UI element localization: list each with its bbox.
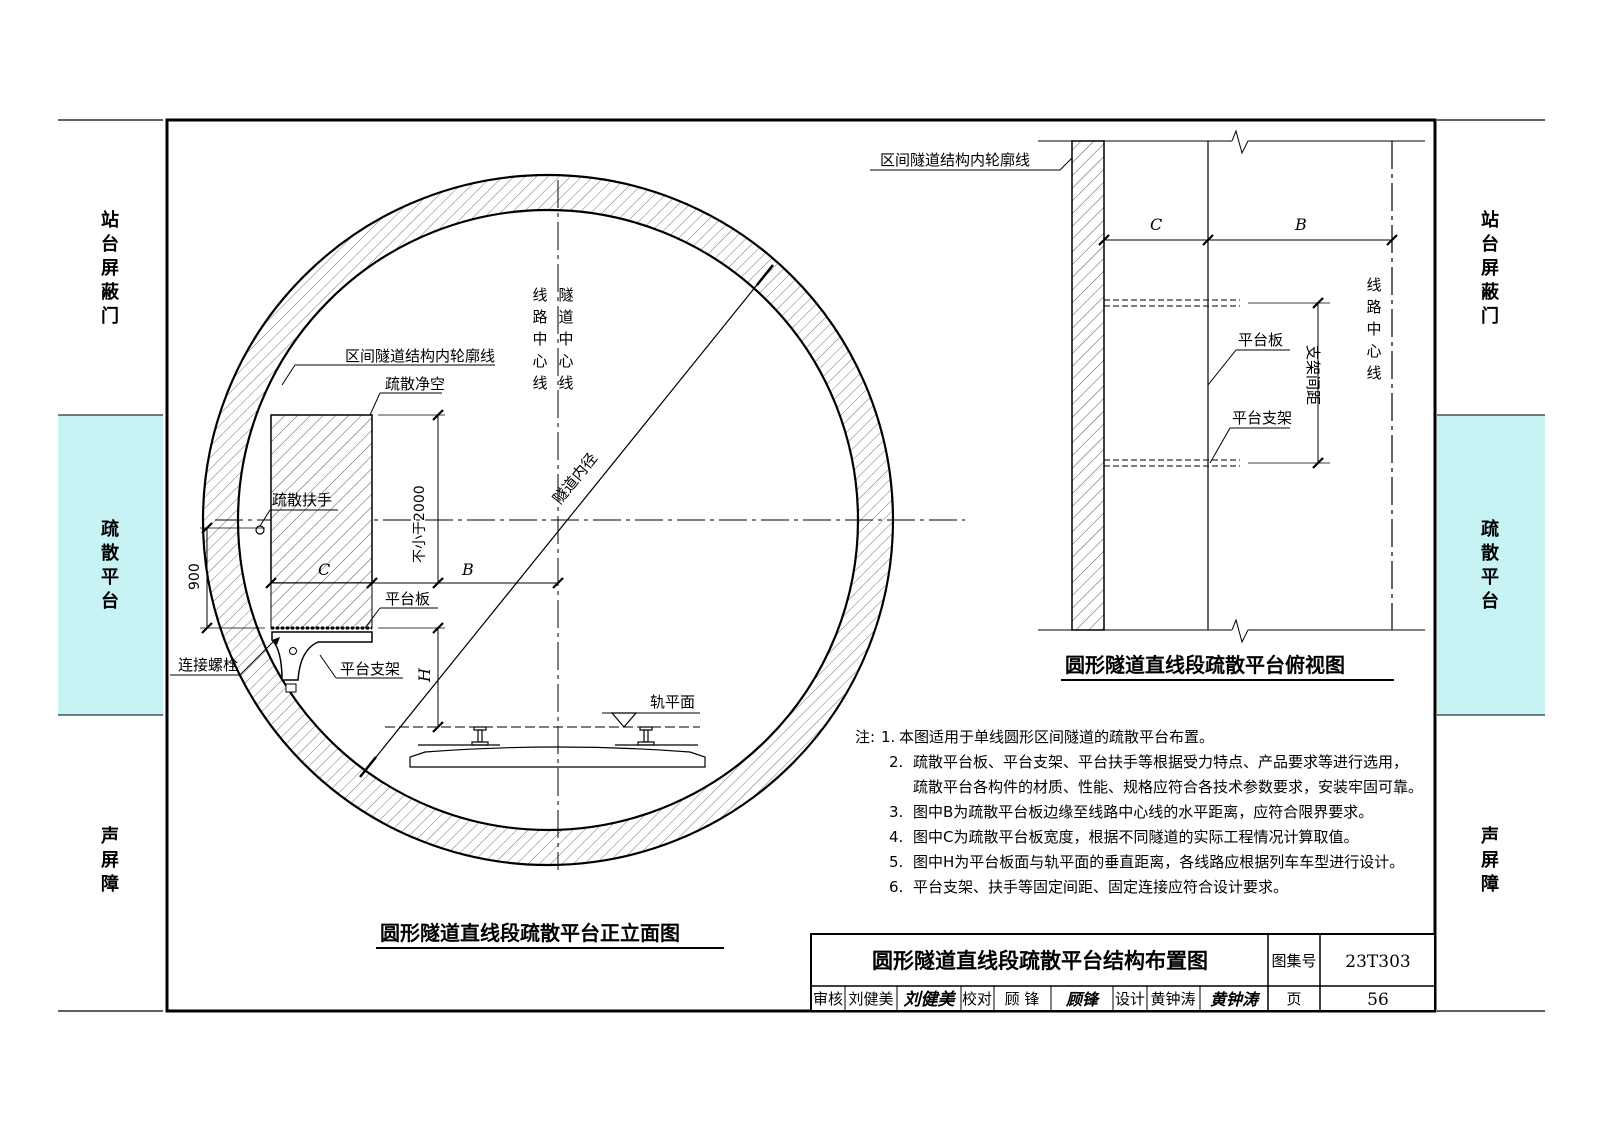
- plan-platform-support-label: 平台支架: [1232, 409, 1292, 427]
- rail-right: [637, 726, 655, 746]
- platform-support-label: 平台支架: [340, 660, 400, 678]
- page-label: 页: [1286, 990, 1301, 1008]
- checker-name: 顾 锋: [1005, 990, 1040, 1008]
- page-number: 56: [1367, 990, 1389, 1010]
- inner-contour-label: 区间隧道结构内轮廓线: [345, 347, 495, 365]
- plan-tunnel-wall: [1071, 140, 1105, 631]
- clearance-label: 疏散净空: [385, 375, 445, 393]
- note-text: 图中H为平台板面与轨平面的垂直距离，各线路应根据列车车型进行设计。: [913, 853, 1404, 871]
- plan-view: 区间隧道结构内轮廓线 C B 支架间距 线路中心线 平台板 平台支架 圆形隧道直…: [870, 129, 1425, 681]
- diameter-line: [367, 274, 766, 768]
- note-text: 疏散平台板、平台支架、平台扶手等根据受力特点、产品要求等进行选用，: [913, 753, 1408, 771]
- drawing-title: 圆形隧道直线段疏散平台结构布置图: [872, 949, 1208, 973]
- note-number: 1.: [881, 728, 895, 746]
- dim-h-label: H: [415, 667, 434, 683]
- atlas-number-label: 图集号: [1271, 952, 1316, 970]
- note-number: 6.: [889, 878, 903, 896]
- tunnel-center-line-label: 隧道中心线: [558, 286, 573, 392]
- plan-dim-c-label: C: [1150, 215, 1162, 234]
- track-bed: [409, 746, 706, 768]
- plan-title: 圆形隧道直线段疏散平台俯视图: [1065, 653, 1345, 677]
- dim-900-label: 900: [187, 563, 203, 590]
- note-number: 4.: [889, 828, 903, 846]
- min-2000-label: 不小于2000: [412, 485, 428, 563]
- check-label: 校对: [962, 990, 992, 1008]
- note-number: 3.: [889, 803, 903, 821]
- dim-c-label: C: [318, 560, 330, 579]
- reviewer-signature: 刘健美: [904, 990, 957, 1010]
- designer-signature: 黄钟涛: [1210, 990, 1261, 1009]
- handrail-symbol: [255, 525, 265, 535]
- reviewer-name: 刘健美: [848, 990, 893, 1008]
- atlas-number: 23T303: [1345, 952, 1410, 972]
- notes-prefix: 注:: [855, 728, 875, 746]
- platform-support-bracket: [271, 631, 373, 681]
- notes: 注: 1.本图适用于单线圆形区间隧道的疏散平台布置。 2. 疏散平台板、平台支架、平…: [855, 728, 1423, 896]
- support-spacing-label: 支架间距: [1304, 345, 1322, 405]
- note-text: 平台支架、扶手等固定间距、固定连接应符合设计要求。: [913, 878, 1288, 896]
- title-block: 圆形隧道直线段疏散平台结构布置图 图集号 23T303 审核 刘健美 刘健美 校…: [810, 933, 1436, 1012]
- design-label: 设计: [1115, 990, 1145, 1008]
- elevation-title: 圆形隧道直线段疏散平台正立面图: [380, 921, 680, 945]
- plan-line-center-label: 线路中心线: [1366, 276, 1381, 382]
- note-number: 2.: [889, 753, 903, 771]
- note-number: 5.: [889, 853, 903, 871]
- note-text: 图中C为疏散平台板宽度，根据不同隧道的实际工程情况计算取值。: [913, 828, 1358, 846]
- evacuation-clearance-zone: [270, 414, 373, 584]
- designer-name: 黄钟涛: [1150, 990, 1195, 1008]
- plan-inner-contour-label: 区间隧道结构内轮廓线: [880, 151, 1030, 169]
- plan-platform-board-label: 平台板: [1238, 331, 1283, 349]
- rail-level-label: 轨平面: [650, 693, 695, 711]
- note-text: 本图适用于单线圆形区间隧道的疏散平台布置。: [899, 728, 1214, 746]
- note-text: 疏散平台各构件的材质、性能、规格应符合各技术参数要求，安装牢固可靠。: [913, 778, 1423, 796]
- review-label: 审核: [813, 990, 843, 1008]
- connection-bolt-label: 连接螺栓: [178, 656, 238, 674]
- note-text: 图中B为疏散平台板边缘至线路中心线的水平距离，应符合限界要求。: [913, 803, 1373, 821]
- plan-dim-b-label: B: [1294, 215, 1307, 234]
- platform-board-label: 平台板: [385, 590, 430, 608]
- handrail-label: 疏散扶手: [272, 491, 332, 509]
- checker-signature: 顾锋: [1065, 990, 1101, 1009]
- dim-b-label: B: [461, 560, 474, 579]
- line-center-line-label: 线路中心线: [532, 286, 547, 392]
- platform-board-zone: [270, 582, 373, 629]
